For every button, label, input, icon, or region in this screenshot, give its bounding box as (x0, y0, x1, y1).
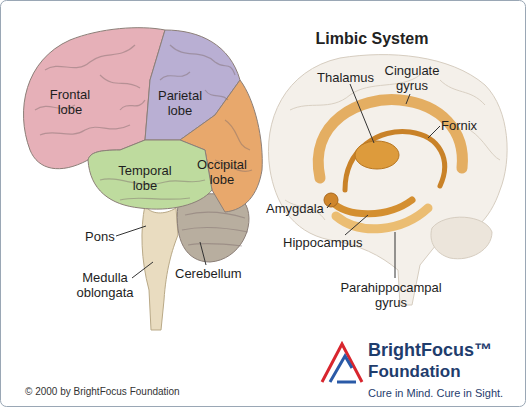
part-label: Parahippocampal gyrus (340, 280, 441, 310)
logo-text: Foundation (368, 364, 461, 379)
part-label: Thalamus (317, 70, 374, 85)
lobe-label: Frontal lobe (50, 87, 90, 117)
panel-title: Limbic System (316, 31, 429, 46)
part-label: Amygdala (266, 201, 324, 216)
part-label: Pons (85, 229, 115, 244)
faded-gyri (285, 75, 500, 220)
limbic-structures (318, 100, 462, 229)
lobe-label: Occipital lobe (197, 157, 247, 187)
gyri-lines (35, 45, 252, 246)
brain-outline (268, 55, 507, 305)
part-label: Medulla oblongata (76, 270, 133, 300)
lobe-label: Temporal lobe (118, 163, 171, 193)
logo-mark (322, 344, 362, 382)
part-label: Fornix (441, 118, 477, 133)
temporal-lobe-shape (88, 140, 212, 209)
part-label: Hippocampus (283, 235, 363, 250)
faded-cerebellum (431, 217, 492, 259)
thalamus-shape (355, 141, 399, 169)
logo-text: BrightFocus™ (368, 343, 492, 358)
part-label: Cingulate gyrus (385, 63, 440, 93)
brainstem (142, 205, 178, 330)
lobe-label: Parietal lobe (158, 88, 202, 118)
amygdala-shape (324, 193, 338, 207)
copyright-note: © 2000 by BrightFocus Foundation (25, 384, 180, 399)
tagline: Cure in Mind. Cure in Sight. (368, 386, 503, 401)
part-label: Cerebellum (175, 266, 241, 281)
